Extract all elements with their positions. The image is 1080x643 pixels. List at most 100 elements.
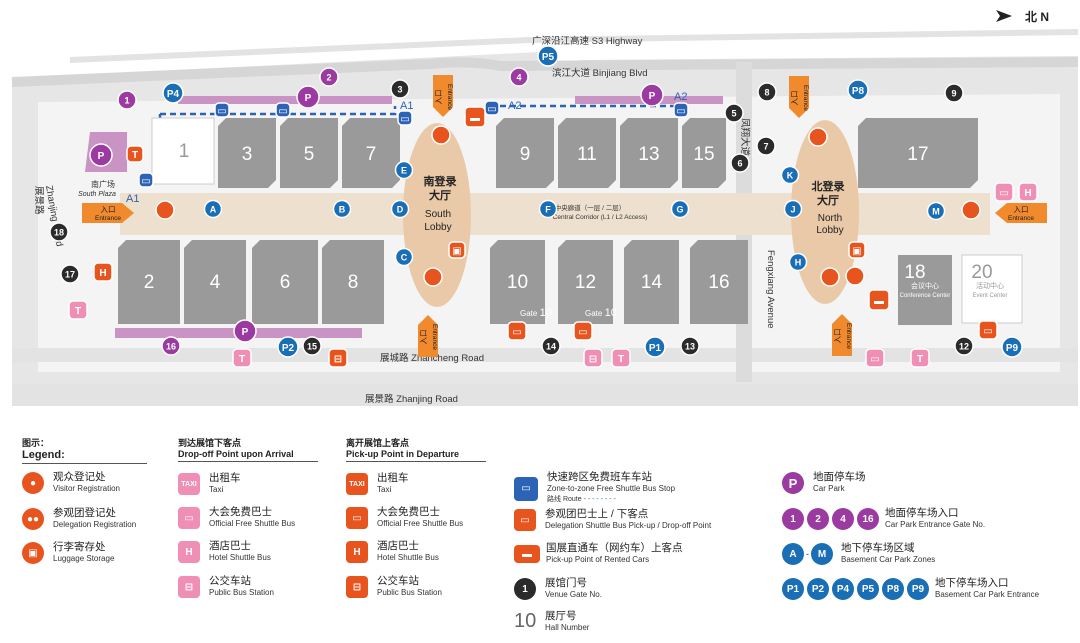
hall-number-12: 12	[575, 272, 596, 293]
hall-15: 15	[682, 118, 726, 188]
car-park-4: P	[233, 319, 257, 343]
car-park-strip-south-top	[178, 96, 392, 104]
hall-11: 11	[558, 118, 616, 188]
basement-zone-J: J	[783, 199, 803, 219]
basement-zone-F: F	[538, 199, 558, 219]
gate-17: 17	[60, 264, 80, 284]
hall-number-14: 14	[641, 272, 663, 293]
luggage-storage-2: ▣	[848, 241, 866, 259]
svg-text:M: M	[932, 207, 940, 217]
gate-12-label: Gate 10	[585, 307, 617, 319]
hall-number-7: 7	[366, 144, 377, 165]
north-lobby	[791, 120, 859, 304]
rented-car-pickup-2: ▬	[868, 289, 890, 311]
hall-2: 2	[118, 240, 180, 324]
svg-text:▭: ▭	[870, 354, 879, 365]
basement-entry-P1: P1	[644, 336, 666, 358]
luggage-storage-1: ▣	[448, 241, 466, 259]
shuttle-stop-label-a2-mid: A2	[508, 100, 521, 112]
taxi-dropoff-3: T	[611, 348, 631, 368]
svg-text:T: T	[75, 306, 81, 317]
road-label-zhancheng: 展城路 Zhancheng Road	[380, 352, 484, 364]
shuttle-dropoff-1: ▭	[994, 182, 1014, 202]
entrance-label-en: Entrance	[446, 84, 453, 110]
svg-text:P5: P5	[542, 52, 555, 63]
shuttle-route	[160, 104, 680, 116]
svg-text:12: 12	[959, 342, 969, 352]
svg-text:P1: P1	[649, 343, 662, 354]
svg-text:H: H	[1024, 188, 1031, 199]
basement-zone-C: C	[394, 247, 414, 267]
south-lobby-cn1: 南登录	[424, 174, 457, 188]
hall-6: 6	[252, 240, 318, 324]
svg-text:9: 9	[951, 89, 956, 99]
hall-number-4: 4	[210, 272, 221, 293]
bus-pickup-3: ▭	[978, 320, 998, 340]
car-park-gate-16: 16	[161, 336, 181, 356]
entrance-label-cn: 入口	[790, 91, 799, 106]
basement-zone-M: M	[926, 201, 946, 221]
corridor-label-en: Central Corridor (L1 / L2 Access)	[553, 214, 648, 221]
hall-number-5: 5	[304, 144, 315, 165]
shuttle-stop-label-a1-west: A1	[126, 193, 139, 205]
svg-text:▭: ▭	[278, 106, 287, 117]
svg-text:▣: ▣	[852, 246, 861, 257]
entrance-arrow-icon	[418, 315, 438, 357]
bus-pickup-1: ▭	[507, 321, 527, 341]
hall-4: 4	[184, 240, 246, 324]
car-park-2: P	[640, 83, 664, 107]
hall-number-11: 11	[577, 144, 597, 165]
svg-text:▭: ▭	[578, 327, 587, 338]
svg-text:▬: ▬	[874, 296, 884, 307]
compass: 北 N	[996, 9, 1049, 24]
svg-text:A: A	[210, 205, 217, 215]
svg-text:▣: ▣	[452, 246, 461, 257]
car-park-3: P	[89, 143, 113, 167]
svg-text:▭: ▭	[512, 327, 521, 338]
bus-station-pickup-1: ⊟	[328, 348, 348, 368]
south-lobby	[403, 123, 471, 307]
visitor-registration-4	[961, 200, 981, 220]
gate-15: 15	[302, 336, 322, 356]
svg-text:3: 3	[397, 85, 402, 95]
entrance-arrow-icon	[433, 75, 453, 117]
visitor-registration-2	[431, 125, 451, 145]
svg-text:▭: ▭	[400, 114, 409, 125]
svg-text:8: 8	[764, 88, 769, 98]
gate-6: 6	[730, 153, 750, 173]
gate-18: 18	[49, 222, 69, 242]
visitor-registration-6	[820, 267, 840, 287]
south-plaza-en: South Plaza	[78, 191, 116, 198]
gate-7: 7	[756, 136, 776, 156]
svg-text:4: 4	[516, 73, 521, 83]
hall-12: 12	[558, 240, 613, 324]
hall-number-9: 9	[520, 144, 531, 165]
visitor-registration-5	[808, 127, 828, 147]
basement-zone-A: A	[203, 199, 223, 219]
svg-text:▭: ▭	[141, 176, 150, 187]
svg-text:T: T	[618, 354, 624, 365]
entrance-label-en: Entrance	[95, 215, 121, 222]
taxi-dropoff-2: T	[232, 348, 252, 368]
car-park-1: P	[296, 85, 320, 109]
hall-16: 16	[690, 240, 748, 324]
svg-text:F: F	[545, 205, 551, 215]
north-lobby-en2: Lobby	[816, 225, 843, 236]
entrance-label-cn: 入口	[1014, 205, 1029, 214]
shuttle-stop-3: ▭	[138, 172, 154, 188]
car-park-gate-1: 1	[117, 90, 137, 110]
event-number: 20	[971, 262, 992, 283]
svg-text:P: P	[98, 151, 105, 162]
shuttle-stop-4: ▭	[397, 110, 413, 126]
road-label-s3: 广深沿江高速 S3 Highway	[532, 35, 643, 47]
svg-text:18: 18	[54, 228, 64, 238]
gate-5: 5	[724, 103, 744, 123]
conference-en: Conference Center	[900, 293, 951, 299]
hall-3: 3	[218, 118, 276, 188]
svg-text:▬: ▬	[470, 113, 480, 124]
